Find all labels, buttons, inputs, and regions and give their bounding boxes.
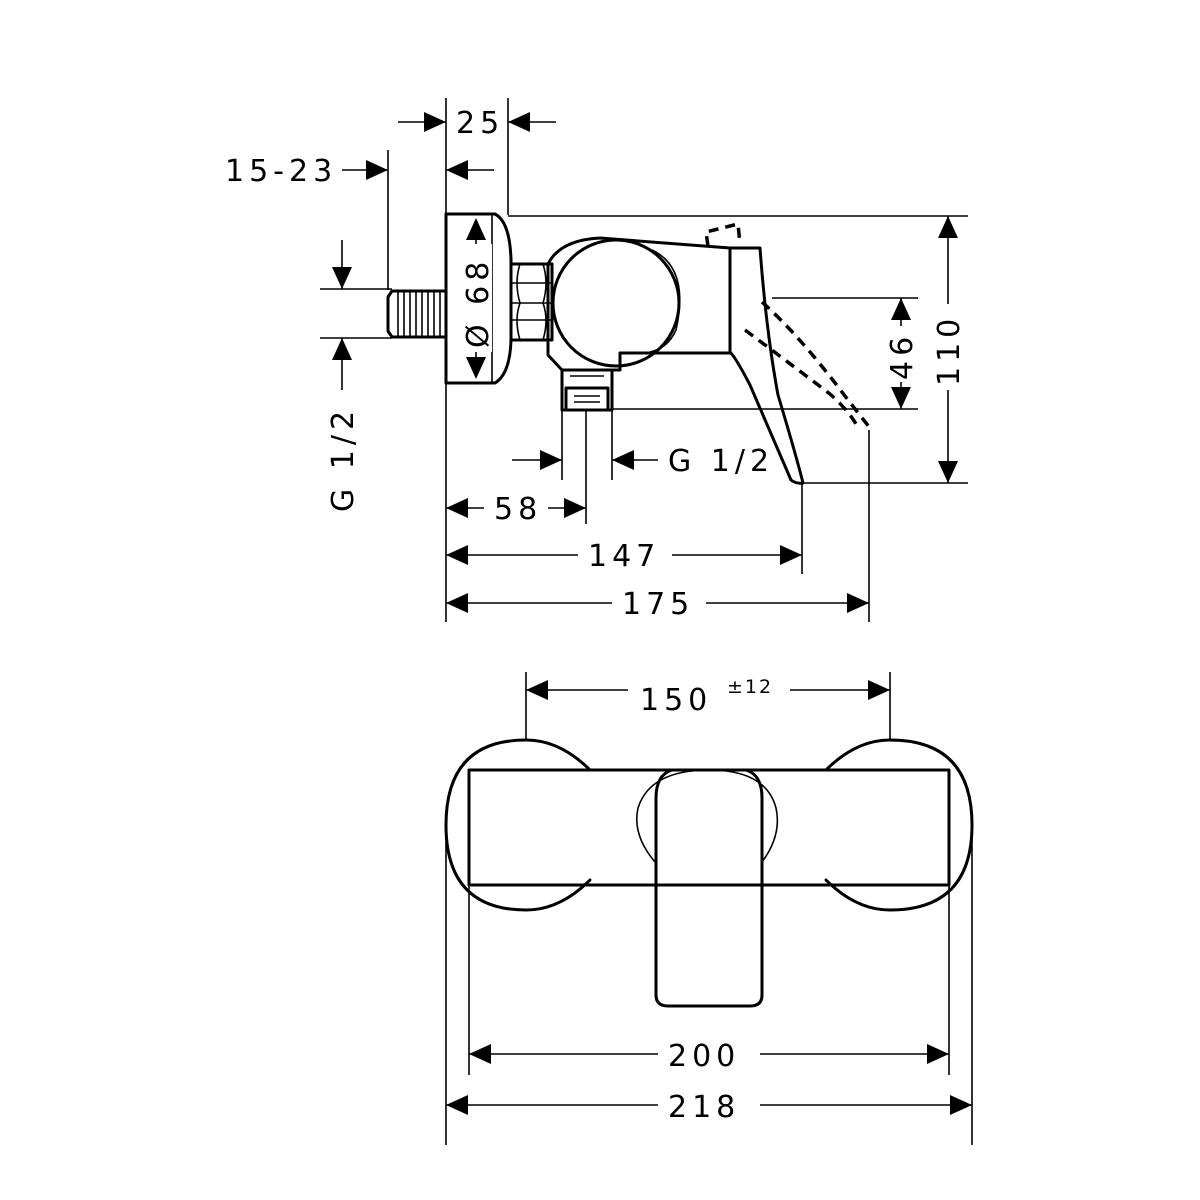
connection-nut bbox=[509, 262, 554, 342]
dim-inlet-spacing-tolerance: ±12 bbox=[727, 676, 773, 698]
dim-outlet-height-label: 46 bbox=[885, 332, 920, 380]
dim-overall-width-label: 218 bbox=[668, 1090, 740, 1125]
dim-mount-depth-label: 25 bbox=[456, 106, 504, 141]
dim-lever-projection-open-label: 175 bbox=[622, 587, 694, 622]
dim-body-width: 200 bbox=[469, 1039, 949, 1074]
dim-overall-width: 218 bbox=[446, 1090, 972, 1125]
dim-inlet-spacing: 150 ±12 bbox=[526, 676, 890, 718]
mixer-body bbox=[546, 236, 732, 372]
dim-outlet-thread: G 1/2 bbox=[512, 444, 774, 479]
right-rosette bbox=[824, 738, 974, 912]
inlet-thread-stub bbox=[386, 289, 448, 339]
left-rosette bbox=[444, 738, 592, 912]
dim-inlet-thread: G 1/2 bbox=[326, 240, 361, 512]
dim-inlet-thread-label: G 1/2 bbox=[326, 406, 361, 512]
dim-total-height-label: 110 bbox=[932, 314, 967, 386]
side-extension-lines bbox=[320, 98, 968, 622]
dim-outlet-offset-label: 58 bbox=[494, 492, 542, 527]
front-extension-lines bbox=[445, 672, 973, 1145]
side-view: 25 15-23 Ø 68 G 1/2 bbox=[225, 98, 968, 622]
dim-lever-projection: 147 bbox=[446, 539, 802, 574]
outlet-nut bbox=[560, 368, 614, 412]
dim-lever-projection-label: 147 bbox=[588, 539, 660, 574]
mixer-body-front bbox=[467, 768, 951, 887]
dim-outlet-thread-label: G 1/2 bbox=[668, 444, 774, 479]
lever-open-dashed bbox=[704, 222, 872, 430]
dim-rosette-diameter: Ø 68 bbox=[461, 218, 496, 379]
dim-total-height: 110 bbox=[932, 216, 967, 483]
dim-inlet-spacing-label: 150 bbox=[640, 683, 712, 718]
dim-rosette-diameter-label: Ø 68 bbox=[461, 257, 496, 348]
dim-wall-range-label: 15-23 bbox=[225, 154, 337, 189]
dim-outlet-height: 46 bbox=[885, 298, 920, 409]
dim-wall-range: 15-23 bbox=[225, 154, 494, 189]
lever-front bbox=[654, 768, 764, 1008]
dim-outlet-offset: 58 bbox=[446, 492, 586, 527]
dim-body-width-label: 200 bbox=[668, 1039, 740, 1074]
dim-lever-projection-open: 175 bbox=[446, 587, 869, 622]
dim-mount-depth: 25 bbox=[398, 106, 556, 141]
front-view: 150 ±12 200 218 bbox=[444, 672, 974, 1145]
lever-closed bbox=[728, 246, 805, 485]
